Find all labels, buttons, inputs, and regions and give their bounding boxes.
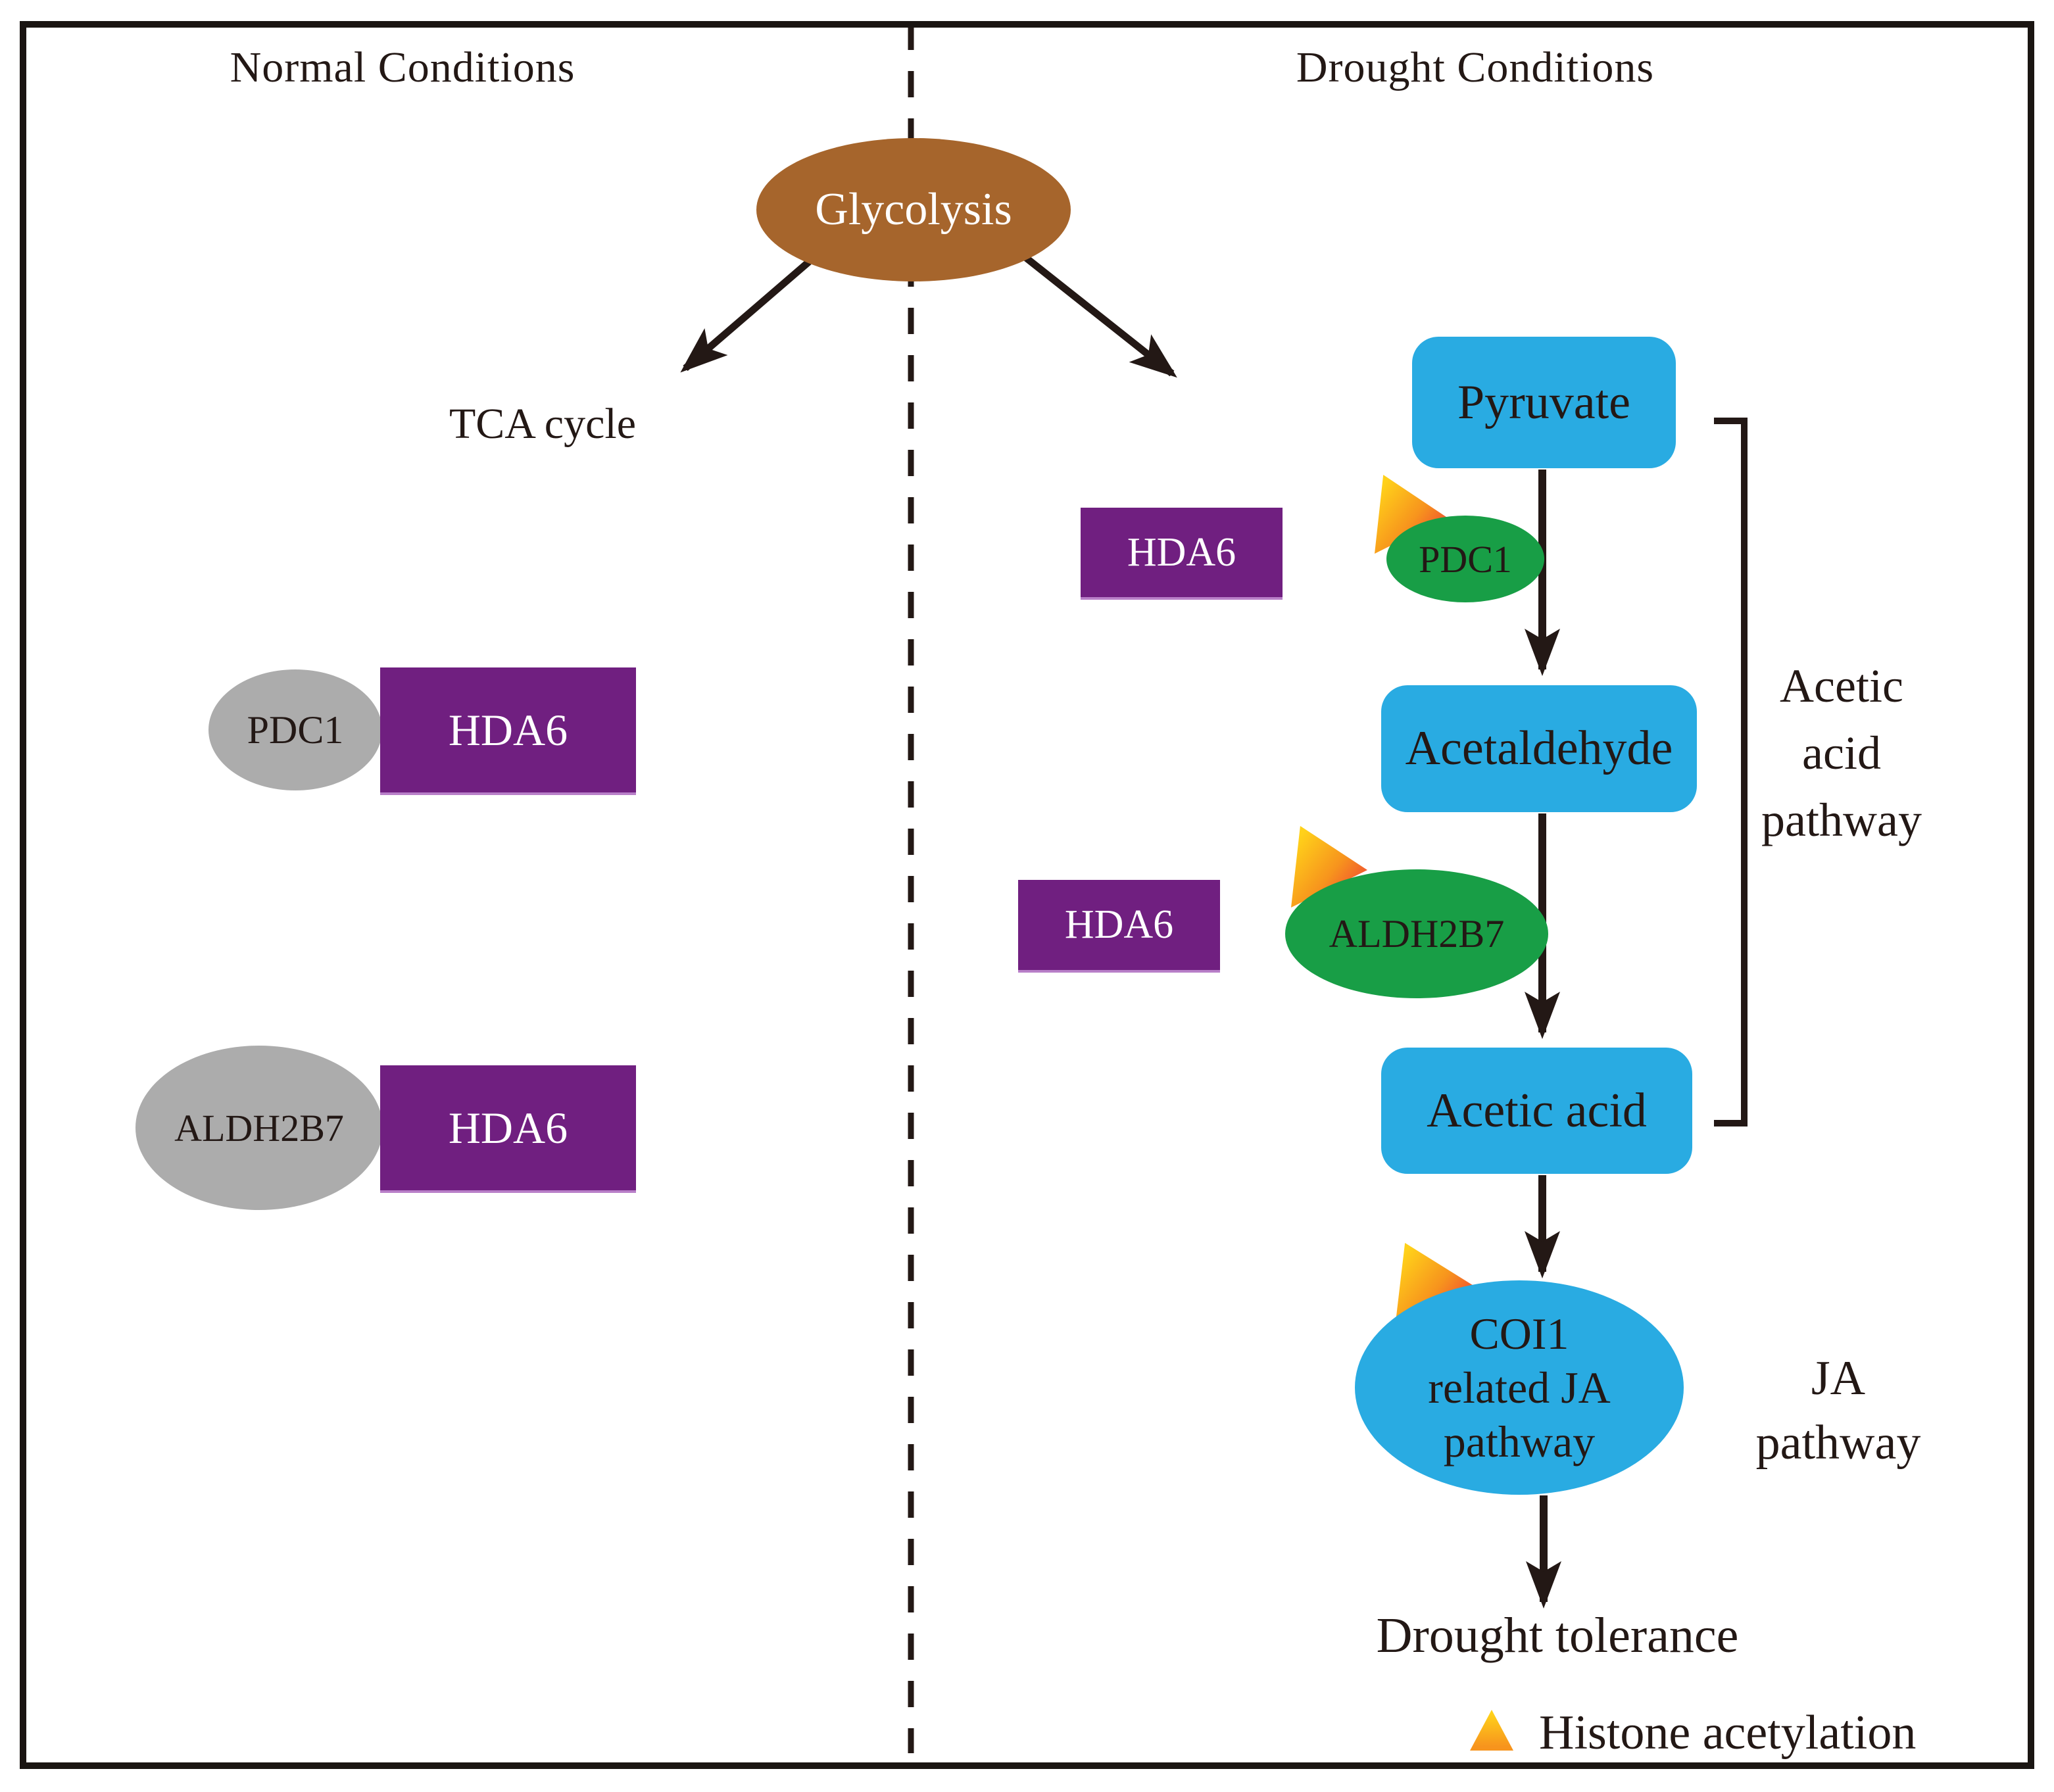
pdc1-inactive-node: PDC1 <box>208 669 382 790</box>
coi1-line2: related JA <box>1428 1363 1611 1413</box>
tca-cycle-label: TCA cycle <box>449 400 637 448</box>
figure-border <box>20 21 2034 1769</box>
acetic-acid-pathway-label: Acetic acid pathway <box>1749 651 1934 855</box>
acetic-acid-pathway-line1: Acetic <box>1780 660 1903 712</box>
hda6-normal-top-node: HDA6 <box>380 667 636 795</box>
arrow-glycolysis-to-tca <box>680 258 812 373</box>
acetic-acid-node: Acetic acid <box>1381 1048 1692 1174</box>
acetaldehyde-node: Acetaldehyde <box>1381 685 1697 812</box>
aldh2b7-active-node: ALDH2B7 <box>1285 869 1548 998</box>
acetic-acid-label: Acetic acid <box>1427 1083 1647 1138</box>
hda6-normal-bottom-label: HDA6 <box>448 1102 568 1153</box>
pdc1-active-node: PDC1 <box>1386 516 1544 602</box>
glycolysis-node: Glycolysis <box>756 138 1071 281</box>
hda6-normal-bottom-node: HDA6 <box>380 1065 636 1193</box>
hda6-drought-bottom-node: HDA6 <box>1018 880 1220 973</box>
drought-tolerance-label: Drought tolerance <box>1376 1608 1739 1663</box>
ja-pathway-line1: JA <box>1811 1351 1866 1405</box>
ja-pathway-line2: pathway <box>1755 1416 1921 1470</box>
acetic-acid-pathway-line3: pathway <box>1761 794 1922 846</box>
coi1-line3: pathway <box>1443 1417 1596 1466</box>
aldh2b7-inactive-label: ALDH2B7 <box>174 1106 344 1150</box>
hda6-drought-top-node: HDA6 <box>1081 508 1283 600</box>
acetic-acid-pathway-bracket <box>1714 418 1748 1126</box>
aldh2b7-inactive-node: ALDH2B7 <box>135 1046 383 1210</box>
hda6-drought-bottom-label: HDA6 <box>1064 902 1174 947</box>
coi1-line1: COI1 <box>1469 1309 1569 1359</box>
pyruvate-node: Pyruvate <box>1412 337 1676 468</box>
ja-pathway-label: JA pathway <box>1740 1342 1937 1480</box>
hda6-normal-top-label: HDA6 <box>448 704 568 755</box>
hda6-drought-top-label: HDA6 <box>1127 529 1236 575</box>
arrow-glycolysis-to-pyruvate <box>1023 254 1177 378</box>
pdc1-inactive-label: PDC1 <box>247 708 344 752</box>
glycolysis-label: Glycolysis <box>815 184 1012 235</box>
coi1-ja-pathway-node: COI1 related JA pathway <box>1355 1280 1684 1495</box>
drought-conditions-title: Drought Conditions <box>1296 43 1655 91</box>
histone-acetylation-legend-label: Histone acetylation <box>1539 1706 1917 1760</box>
pyruvate-label: Pyruvate <box>1457 375 1631 429</box>
aldh2b7-active-label: ALDH2B7 <box>1329 911 1505 956</box>
acetaldehyde-label: Acetaldehyde <box>1405 721 1673 775</box>
pdc1-active-label: PDC1 <box>1419 537 1512 581</box>
normal-conditions-title: Normal Conditions <box>230 43 575 91</box>
acetic-acid-pathway-line2: acid <box>1802 727 1881 779</box>
